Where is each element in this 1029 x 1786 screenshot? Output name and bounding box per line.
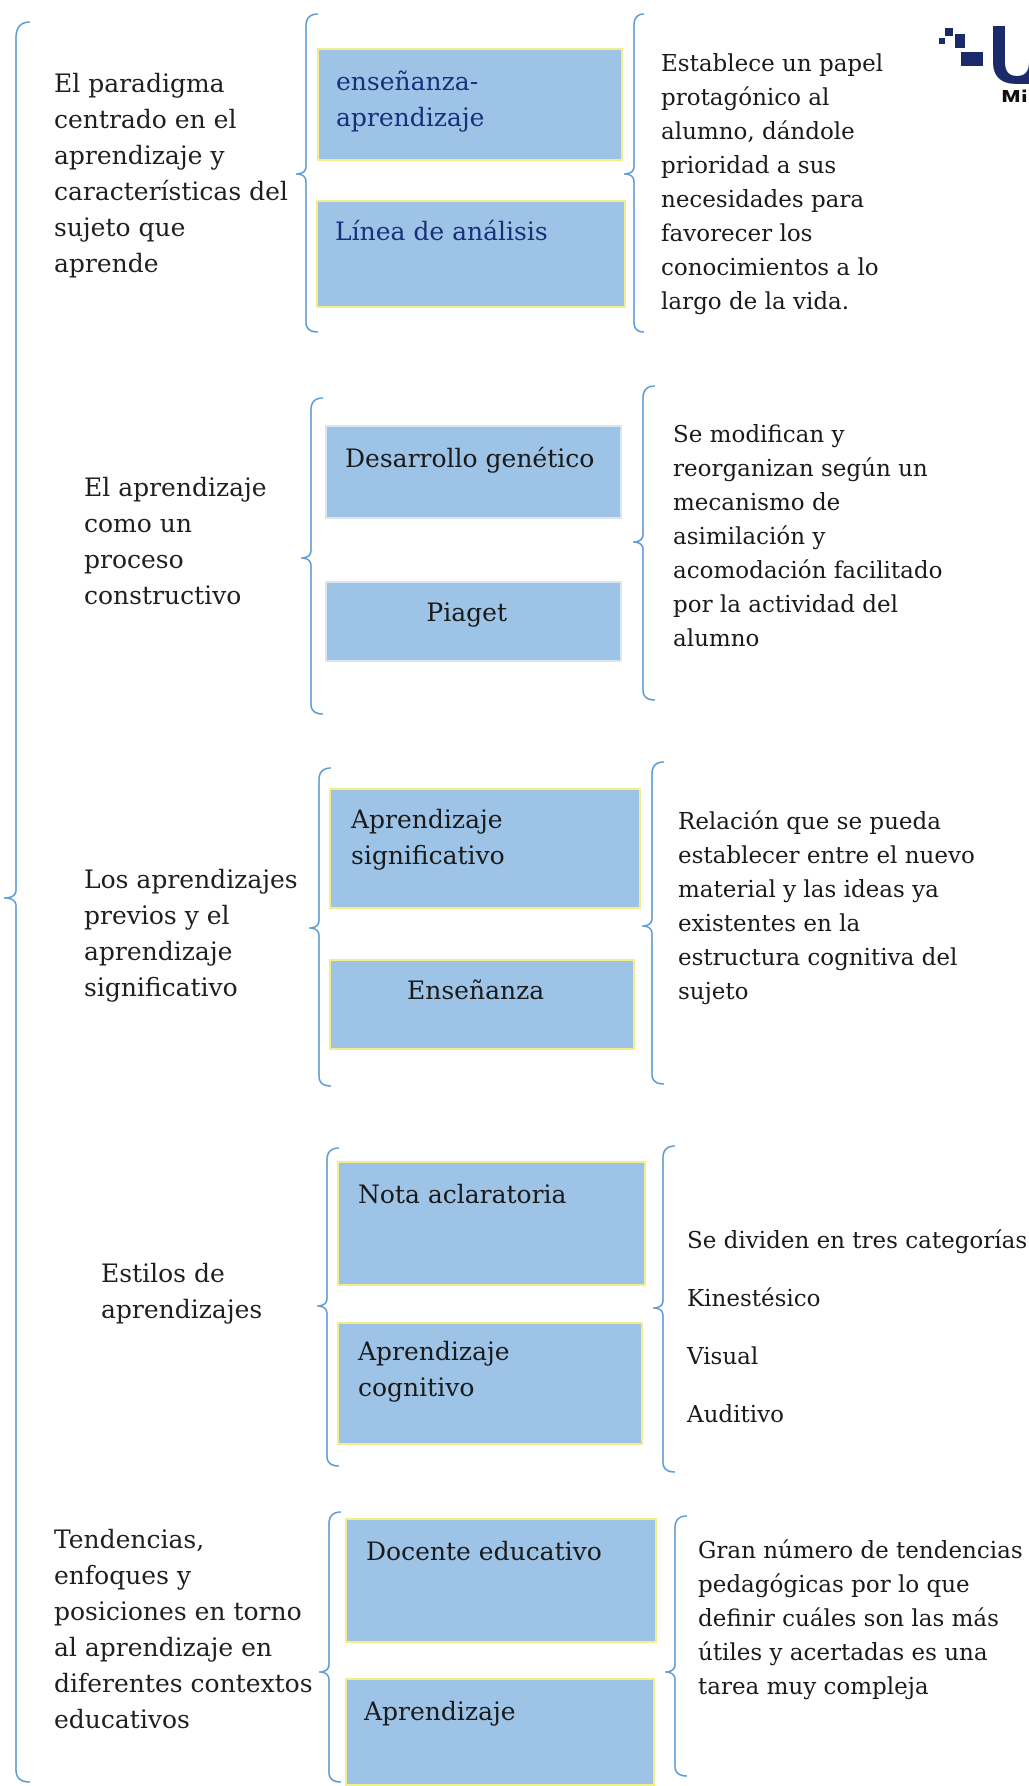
box-label: Enseñanza — [407, 976, 545, 1005]
description-line: Visual — [687, 1344, 759, 1370]
description-aprendizaje-significativo: Relación que se pueda establecer entre e… — [678, 809, 975, 1005]
logo-mark-icon — [939, 26, 1029, 84]
box-label: Aprendizaje cognitivo — [358, 1337, 510, 1402]
box-aprendizaje-significativo: Aprendizaje significativo — [329, 788, 641, 909]
topic-proceso-constructivo: El aprendizaje como un proceso construct… — [84, 473, 267, 610]
topic-estilos-aprendizaje: Estilos de aprendizajes — [101, 1259, 263, 1324]
box-nota-aclaratoria: Nota aclaratoria — [337, 1161, 646, 1286]
topic-tendencias: Tendencias, enfoques y posiciones en tor… — [54, 1525, 313, 1734]
box-label: Nota aclaratoria — [358, 1180, 567, 1209]
description-line: Auditivo — [687, 1402, 784, 1428]
university-logo: Mi — [935, 22, 1029, 102]
box-docente-educativo: Docente educativo — [345, 1518, 657, 1643]
box-label: Desarrollo genético — [345, 444, 595, 473]
topic-aprendizaje-significativo: Los aprendizajes previos y el aprendizaj… — [84, 865, 298, 1002]
description-proceso-constructivo: Se modifican y reorganizan según un meca… — [673, 422, 943, 652]
description-tendencias: Gran número de tendencias pedagógicas po… — [698, 1538, 1023, 1700]
box-label: Aprendizaje — [364, 1697, 516, 1726]
box-linea-de-analisis: Línea de análisis — [316, 200, 626, 308]
box-ensenanza: Enseñanza — [329, 959, 635, 1050]
box-desarrollo-genetico: Desarrollo genético — [325, 425, 622, 519]
box-label: Línea de análisis — [335, 217, 548, 246]
logo-text: Mi — [1001, 86, 1028, 102]
box-label: Docente educativo — [366, 1537, 602, 1566]
box-piaget: Piaget — [325, 581, 622, 662]
box-ensenanza-aprendizaje: enseñanza-aprendizaje — [317, 48, 623, 161]
description-line: Kinestésico — [687, 1286, 821, 1312]
box-aprendizaje-cognitivo: Aprendizaje cognitivo — [337, 1322, 643, 1445]
topic-paradigma: El paradigma centrado en el aprendizaje … — [54, 69, 288, 278]
description-line: Se dividen en tres categorías: — [687, 1228, 1029, 1254]
description-paradigma: Establece un papel protagónico al alumno… — [661, 51, 884, 315]
box-label: enseñanza-aprendizaje — [336, 67, 485, 132]
box-label: Aprendizaje significativo — [351, 805, 505, 870]
box-label: Piaget — [426, 598, 507, 627]
box-aprendizaje: Aprendizaje — [345, 1678, 655, 1786]
description-estilos: Se dividen en tres categorías: Kinestési… — [687, 1224, 1029, 1432]
